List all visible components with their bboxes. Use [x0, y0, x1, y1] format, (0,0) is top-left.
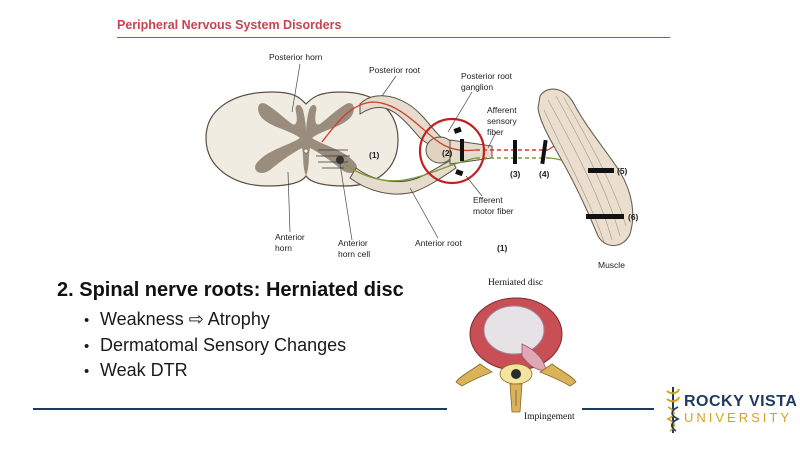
label-anterior-root: Anterior root — [415, 238, 462, 248]
bullet-dot-icon: • — [84, 363, 90, 380]
central-canal — [303, 148, 309, 154]
label-anterior-horn: Anterior — [275, 232, 305, 242]
label-afferent-line3: fiber — [487, 127, 504, 137]
spinal-cord-diagram: Posterior horn Posterior root Posterior … — [205, 52, 639, 270]
disc-figure-caption: Impingement — [524, 412, 575, 422]
vertebral-arch-right — [539, 363, 577, 387]
footer-divider-left — [33, 408, 447, 410]
footer-divider-right — [582, 408, 654, 410]
logo-text-line1: ROCKY VISTA — [684, 393, 798, 410]
site-label-6: (6) — [628, 212, 639, 222]
afferent-sensory-fiber — [321, 101, 477, 152]
vertebral-arch — [455, 363, 493, 387]
bullet-text: Weakness ⇨ Atrophy — [100, 309, 270, 329]
bullet-dot-icon: • — [84, 312, 90, 329]
lesion-bar-4 — [540, 139, 548, 165]
spinal-nerve — [449, 139, 493, 165]
figure-title: Peripheral Nervous System Disorders — [117, 18, 342, 32]
muscle — [537, 88, 634, 247]
label-posterior-root-ganglion-line2: ganglion — [461, 82, 493, 92]
herniated-disc-illustration: Herniated disc Impingement — [452, 272, 580, 424]
label-afferent: Afferent — [487, 105, 517, 115]
bullet-list: • Weakness ⇨ Atrophy • Dermatomal Sensory … — [84, 307, 346, 384]
site-label-1: (1) — [369, 150, 380, 160]
label-posterior-horn: Posterior horn — [269, 52, 323, 62]
ganglion-marker-top — [453, 126, 462, 134]
compressed-nerve-root — [511, 369, 521, 379]
site-label-4: (4) — [539, 169, 550, 179]
bullet-item: • Weak DTR — [84, 358, 346, 384]
logo-text-line2: UNIVERSITY — [684, 410, 793, 425]
lesion-bar-2 — [460, 139, 464, 161]
leader-lines — [287, 63, 497, 241]
efferent-motor-fiber — [337, 157, 477, 182]
anterior-root-bundle — [349, 159, 457, 195]
lesion-bar-6 — [586, 214, 624, 219]
label-anterior-horn-cell-line2: horn cell — [338, 249, 370, 259]
slide-heading: 2. Spinal nerve roots: Herniated disc — [57, 279, 404, 301]
anterior-horn-cell — [336, 156, 344, 164]
site-label-2: (2) — [442, 148, 453, 158]
site-label-3: (3) — [510, 169, 521, 179]
bullet-text: Dermatomal Sensory Changes — [100, 334, 347, 355]
label-efferent-line2: motor fiber — [473, 206, 514, 216]
site-label-1-bottom: (1) — [497, 243, 508, 253]
label-posterior-root: Posterior root — [369, 65, 421, 75]
disc-figure-title: Herniated disc — [488, 278, 543, 288]
lesion-bar-3 — [513, 140, 517, 164]
title-divider — [117, 37, 670, 38]
bullet-dot-icon: • — [84, 337, 90, 355]
lesion-highlight-circle — [418, 117, 486, 185]
label-posterior-root-ganglion: Posterior root — [461, 71, 513, 81]
site-label-5: (5) — [617, 166, 628, 176]
bullet-item: • Dermatomal Sensory Changes — [84, 333, 346, 359]
label-anterior-horn-line2: horn — [275, 243, 292, 253]
ganglion-marker-bottom — [455, 169, 464, 177]
label-anterior-horn-cell: Anterior — [338, 238, 368, 248]
bullet-text: Weak DTR — [100, 360, 188, 380]
caduceus-logo-icon — [666, 387, 680, 433]
label-afferent-line2: sensory — [487, 116, 518, 126]
lesion-bar-5 — [588, 168, 614, 173]
label-efferent: Efferent — [473, 195, 503, 205]
nucleus-pulposus — [483, 305, 545, 355]
bullet-item: • Weakness ⇨ Atrophy — [84, 307, 346, 333]
grey-matter — [255, 103, 357, 176]
label-muscle: Muscle — [598, 260, 625, 270]
